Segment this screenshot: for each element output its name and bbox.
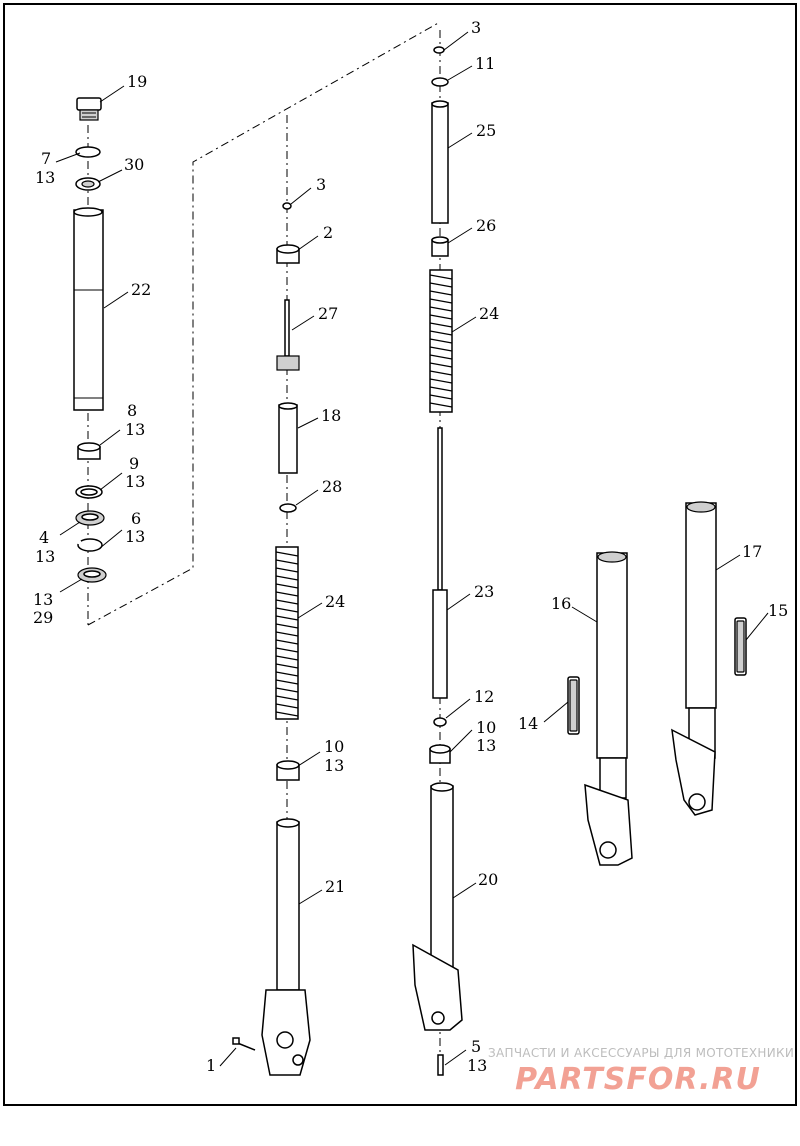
callout-18: 18 (321, 406, 341, 425)
callout-26: 26 (476, 216, 496, 235)
assembly-axis-lines (87, 21, 441, 1070)
callout-1: 1 (206, 1056, 216, 1075)
callout-11: 11 (475, 54, 495, 73)
callout-19: 19 (127, 72, 147, 91)
watermark: ЗАПЧАСТИ И АКСЕССУАРЫ ДЛЯ МОТОТЕХНИКИ PA… (488, 1046, 795, 1097)
part-8-bushing (77, 442, 101, 460)
part-29-dust-seal (77, 567, 107, 583)
part-27-damper-rod (276, 299, 300, 371)
callout-4: 4 (39, 528, 49, 547)
callout-8-qty: 13 (125, 420, 145, 439)
part-22-fork-tube (73, 207, 104, 411)
part-21-slider-right (261, 818, 311, 1076)
callout-23: 23 (474, 582, 494, 601)
callout-2: 2 (323, 223, 333, 242)
callout-30: 30 (124, 155, 144, 174)
part-10-bushing-middle (276, 760, 300, 781)
callout-9-qty: 13 (125, 472, 145, 491)
part-1-bolt (232, 1037, 256, 1051)
callout-15: 15 (768, 601, 788, 620)
part-28-washer (279, 503, 297, 513)
part-11-washer (431, 77, 449, 87)
part-2-spring-seat (276, 244, 300, 264)
diagram-border (3, 3, 797, 1106)
callout-9: 9 (129, 454, 139, 473)
callout-labels: 19 7 13 30 22 8 13 9 13 4 13 6 13 13 29 … (33, 18, 788, 1075)
watermark-logo: PARTSFOR.RU (515, 1062, 761, 1097)
part-5-drain-bolt (437, 1054, 444, 1076)
part-9-ring (75, 485, 103, 499)
callout-24-right: 24 (479, 304, 499, 323)
callout-16: 16 (551, 594, 571, 613)
part-30-washer (75, 177, 101, 191)
callout-10-middle: 10 (324, 737, 344, 756)
callout-6-qty: 13 (125, 527, 145, 546)
callout-3-middle: 3 (316, 175, 326, 194)
part-3-nut-top (433, 46, 445, 54)
part-24-spring-right (429, 269, 453, 413)
callout-5: 5 (471, 1037, 481, 1056)
part-18-spacer-tube (278, 402, 298, 474)
callout-21: 21 (325, 877, 345, 896)
callout-29-qty: 13 (33, 590, 53, 609)
callout-7-qty: 13 (35, 168, 55, 187)
part-14-reflector (567, 676, 580, 735)
part-15-reflector (734, 617, 747, 676)
callout-4-qty: 13 (35, 547, 55, 566)
callout-24-middle: 24 (325, 592, 345, 611)
callout-8: 8 (127, 401, 137, 420)
part-19-fork-cap (76, 97, 102, 121)
callout-29: 29 (33, 608, 53, 627)
callout-6: 6 (131, 509, 141, 528)
callout-10-right-qty: 13 (476, 736, 496, 755)
part-10-bushing-right (429, 744, 451, 764)
part-3-nut-middle (282, 202, 292, 210)
part-24-spring-middle (275, 546, 299, 720)
callout-28: 28 (322, 477, 342, 496)
part-7-o-ring (75, 146, 101, 158)
callout-14: 14 (518, 714, 538, 733)
part-23-damper-rod (432, 427, 448, 699)
callout-12: 12 (474, 687, 494, 706)
leader-lines (55, 31, 769, 1067)
part-25-cartridge-tube (431, 100, 449, 224)
callout-25: 25 (476, 121, 496, 140)
part-4-oil-seal (75, 510, 105, 526)
callout-27: 27 (318, 304, 338, 323)
part-12-piston-ring (433, 717, 447, 727)
callout-10-middle-qty: 13 (324, 756, 344, 775)
part-17-assembled-fork (671, 501, 717, 816)
part-26-spring-guide (431, 236, 449, 257)
callout-17: 17 (742, 542, 762, 561)
part-20-slider-left (412, 782, 463, 1031)
callout-5-qty: 13 (467, 1056, 487, 1075)
callout-10-right: 10 (476, 718, 496, 737)
callout-22: 22 (131, 280, 151, 299)
callout-7: 7 (41, 149, 51, 168)
part-16-assembled-fork (584, 551, 633, 866)
callout-20: 20 (478, 870, 498, 889)
watermark-tagline: ЗАПЧАСТИ И АКСЕССУАРЫ ДЛЯ МОТОТЕХНИКИ (488, 1046, 795, 1060)
part-6-retaining-clip (77, 538, 103, 552)
callout-3-top: 3 (471, 18, 481, 37)
